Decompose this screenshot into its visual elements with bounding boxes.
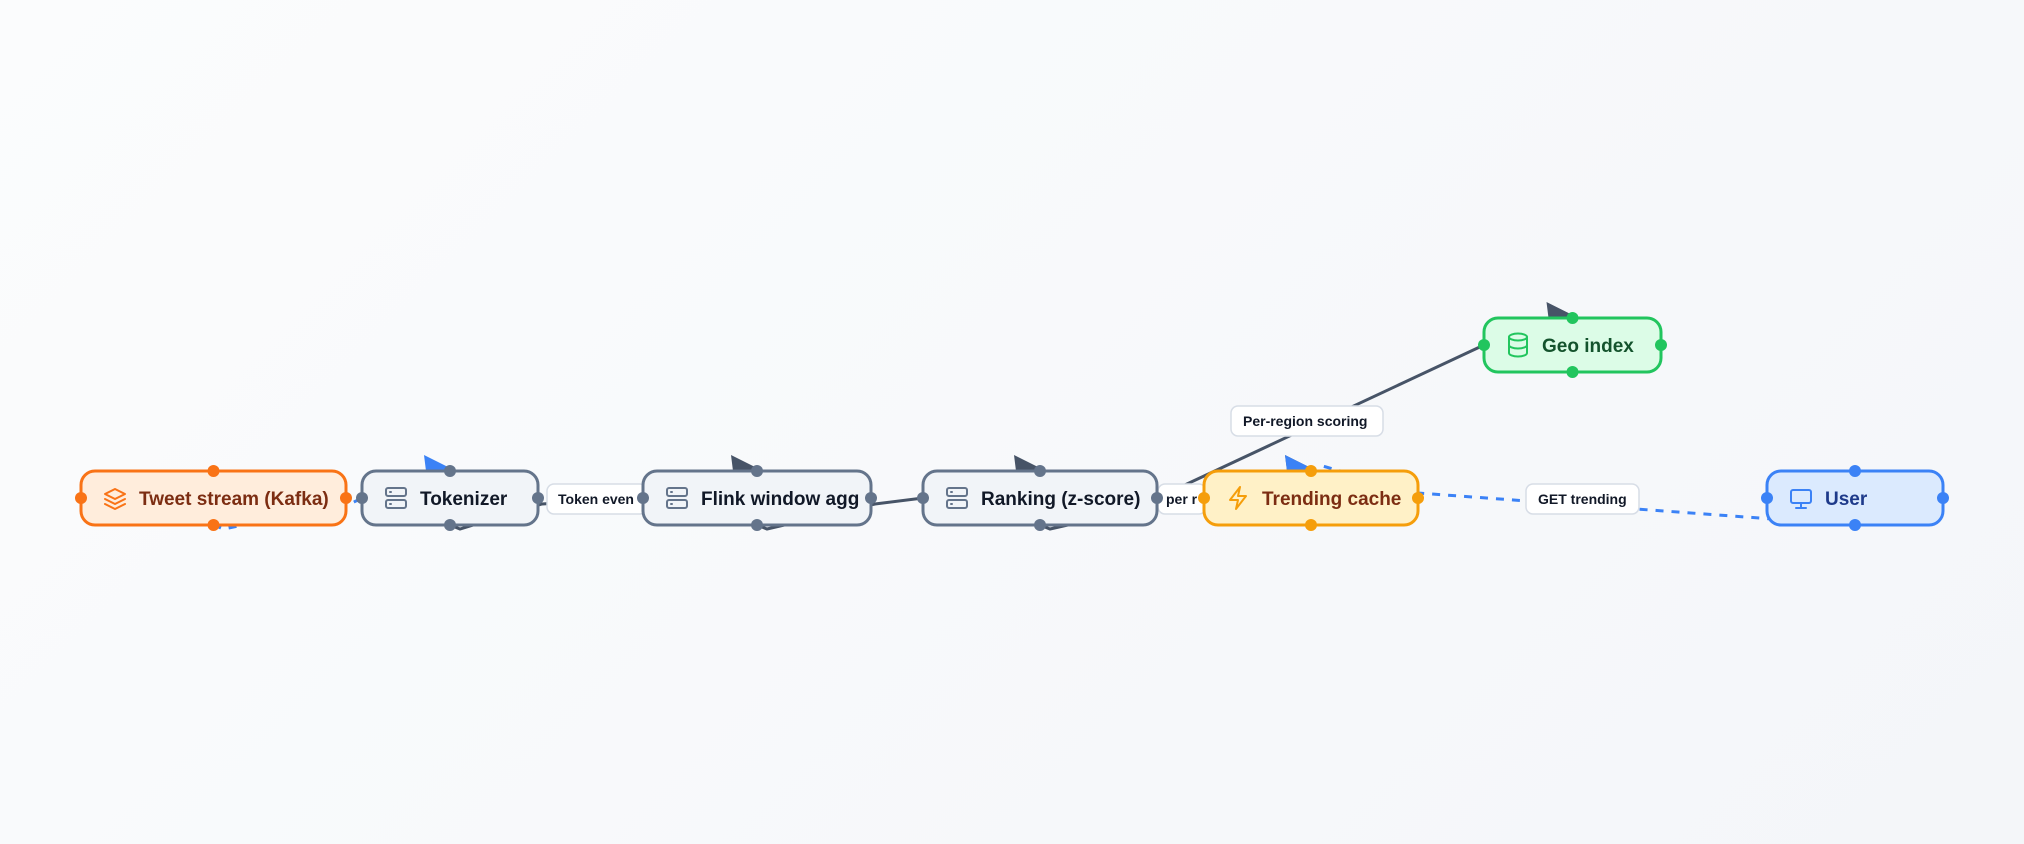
database-icon (1508, 332, 1528, 358)
node-label: Trending cache (1262, 489, 1401, 510)
handle-bottom[interactable] (1566, 366, 1579, 378)
bolt-icon (1229, 486, 1247, 510)
handle-bottom[interactable] (207, 519, 220, 531)
edge-label-box (1230, 405, 1384, 437)
handle-top[interactable] (1566, 312, 1579, 324)
handle-bottom[interactable] (1305, 519, 1317, 531)
node-label: Tweet stream (Kafka) (139, 489, 329, 510)
node-flink[interactable]: Flink window agg (637, 465, 877, 531)
handle-top[interactable] (751, 465, 763, 477)
edge-label-box (1525, 483, 1640, 515)
node-tokenizer[interactable]: Tokenizer (356, 465, 544, 531)
handle-left[interactable] (637, 492, 649, 504)
handle-left[interactable] (356, 492, 368, 504)
handle-bottom[interactable] (1034, 519, 1046, 531)
node-tweet-stream[interactable]: Tweet stream (Kafka) (75, 465, 352, 531)
handle-top[interactable] (1849, 465, 1861, 477)
nodes-layer: Tweet stream (Kafka) Tokenizer Flink windo… (75, 312, 1949, 531)
arrowhead (1285, 455, 1313, 471)
node-geo-index[interactable]: Geo index (1478, 312, 1667, 378)
handle-right[interactable] (1937, 492, 1949, 504)
handle-right[interactable] (1412, 492, 1424, 504)
arrowhead (1546, 302, 1575, 318)
edge-label-text: GET trending (1538, 491, 1627, 507)
handle-right[interactable] (340, 492, 352, 504)
edge-label: GET trending (1525, 483, 1640, 515)
handle-bottom[interactable] (1849, 519, 1861, 531)
handle-bottom[interactable] (751, 519, 763, 531)
arrowhead (424, 455, 452, 471)
server-icon (385, 487, 407, 509)
handle-left[interactable] (1761, 492, 1773, 504)
node-label: Flink window agg (701, 489, 859, 510)
handle-left[interactable] (75, 492, 87, 504)
edge-tweet-stream-to-tokenizer[interactable] (212, 496, 421, 531)
handle-bottom[interactable] (444, 519, 456, 531)
edge-label: Per-region scoring (1230, 405, 1384, 437)
edge-label: Token even (546, 483, 648, 515)
handle-top[interactable] (207, 465, 220, 477)
node-label: Tokenizer (420, 489, 508, 510)
handle-left[interactable] (917, 492, 929, 504)
edge-label-text: Per-region scoring (1243, 413, 1367, 429)
node-trending-cache[interactable]: Trending cache (1198, 465, 1424, 531)
edge-label: per r (1157, 483, 1207, 515)
handle-top[interactable] (444, 465, 456, 477)
handle-left[interactable] (1478, 339, 1490, 351)
node-label: Ranking (z-score) (981, 489, 1140, 510)
node-label: Geo index (1542, 336, 1634, 357)
handle-top[interactable] (1034, 465, 1046, 477)
arrowhead (731, 455, 759, 471)
edge-label-text: Token even (558, 491, 634, 507)
node-label: User (1825, 489, 1868, 510)
node-ranking[interactable]: Ranking (z-score) (917, 465, 1163, 531)
handle-right[interactable] (865, 492, 877, 504)
server-icon (666, 487, 688, 509)
handle-right[interactable] (1655, 339, 1667, 351)
handle-left[interactable] (1198, 492, 1210, 504)
server-icon (946, 487, 968, 509)
edge-label-text: per r (1166, 491, 1198, 507)
monitor-icon (1790, 489, 1812, 509)
layers-icon (104, 488, 126, 510)
handle-top[interactable] (1305, 465, 1317, 477)
handle-right[interactable] (1151, 492, 1163, 504)
node-user[interactable]: User (1761, 465, 1949, 531)
arrowhead (1014, 455, 1042, 471)
handle-right[interactable] (532, 492, 544, 504)
